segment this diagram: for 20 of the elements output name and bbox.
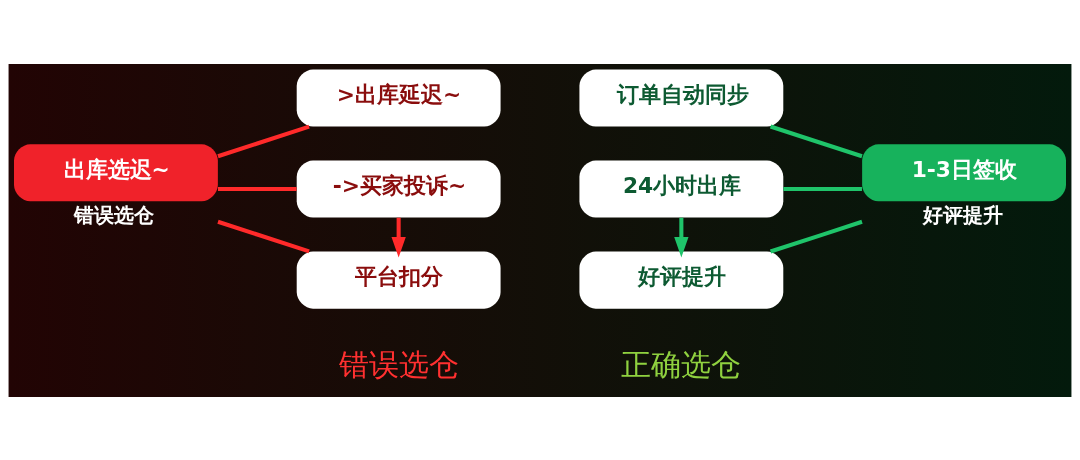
connector [769,124,863,158]
node-box: ->买家投诉~ [296,160,501,218]
node-box: 订单自动同步 [579,68,784,126]
node-box: 平台扣分 [296,251,501,309]
node-label: 好评提升 [922,202,1003,227]
node-box: 好评提升 [579,251,784,309]
arrow [674,217,689,257]
connector [218,186,297,191]
node-label: 错误选仓 [74,202,155,227]
label: 错误选仓 [338,346,459,382]
connector [217,219,310,253]
connector [217,124,310,158]
node-box: 24小时出库 [579,160,784,218]
node-box: >出库延迟~ [296,68,501,126]
label: 正确选仓 [621,346,742,382]
node-box: 1-3日签收 [862,143,1066,201]
arrow [391,217,406,257]
node-box: 出库选迟~ [14,143,218,201]
connector [769,219,863,253]
connector [783,186,862,191]
